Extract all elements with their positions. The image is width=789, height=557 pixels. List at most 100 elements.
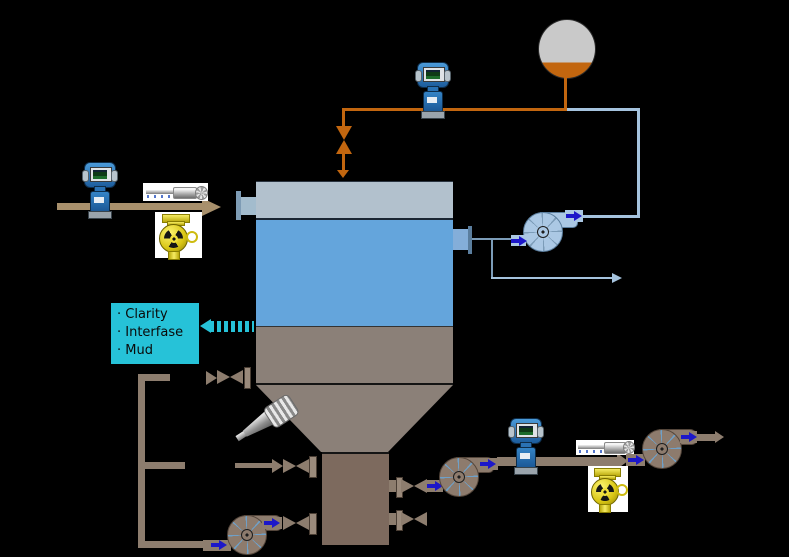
flow-arrow-icon: [427, 481, 443, 491]
outlet-flange: [468, 226, 472, 254]
clarified-outlet-line: [491, 277, 613, 279]
transmitter-head-icon: [508, 418, 544, 444]
hopper-outlet-valve-1: [401, 479, 427, 493]
flow-arrow-icon: [211, 540, 227, 550]
level-dashed-line: [210, 321, 254, 332]
loop-line-right: [637, 108, 640, 218]
nuke-ring-handle-icon: [186, 231, 198, 243]
flow-arrow-icon: [511, 236, 527, 246]
transmitter-head-icon: [82, 162, 118, 188]
radioactive-ball-icon: [591, 478, 619, 506]
loop-line-pump: [583, 215, 640, 218]
feed-flange: [236, 191, 241, 220]
mud-radioactive-valve: [588, 466, 628, 513]
gas-line-stem: [342, 154, 345, 170]
gas-line-valve: [336, 126, 352, 154]
gas-line-drop: [342, 108, 345, 127]
tank-hopper-box: [322, 452, 389, 545]
gas-line-horizontal: [343, 108, 567, 111]
transmitter-screen-icon: [426, 70, 440, 79]
nuke-stem-icon: [599, 504, 611, 513]
pump-volute-icon: [642, 429, 682, 469]
probe-body-icon: [231, 388, 307, 448]
pump-hub-icon: [453, 471, 465, 483]
mud-pipe: [497, 457, 619, 466]
tank-cone-top-line: [256, 383, 453, 385]
radioactive-ball-icon: [159, 224, 188, 253]
gas-line-down-arrow-icon: [337, 170, 349, 178]
sampler-rod-icon: [578, 445, 606, 449]
flow-arrow-icon: [681, 432, 697, 442]
legend-line-clarity: · Clarity: [117, 307, 168, 322]
feed-sampler: [143, 183, 208, 201]
insertion-probe: [231, 392, 307, 444]
cone-drain-valve: [217, 370, 243, 384]
pump-hub-icon: [241, 529, 253, 541]
legend-box: · Clarity · Interfase · Mud: [111, 303, 199, 364]
feed-radioactive-valve: [155, 212, 202, 260]
tank-top-section: [256, 181, 453, 219]
feed-flow-transmitter: [82, 162, 118, 219]
hopper-inlet-line: [235, 463, 273, 468]
hopper-inlet-valve-2: [283, 516, 309, 530]
pump-volute-icon: [439, 457, 479, 497]
transmitter-flange: [514, 467, 538, 475]
transmitter-screen-icon: [93, 170, 107, 179]
manifold-mid-stub: [138, 462, 185, 469]
hopper-outlet-stub-1: [389, 480, 396, 492]
transmitter-screen-icon: [519, 426, 533, 435]
radioactive-hub-icon: [601, 488, 609, 496]
outlet-nozzle: [453, 229, 468, 250]
flow-arrow-icon: [566, 211, 582, 221]
manifold-bottom-stub: [138, 541, 203, 548]
hopper-inlet-flange-1: [309, 456, 317, 478]
clarified-outlet-arrow-icon: [612, 273, 622, 283]
sampler-ticks-icon: [579, 450, 605, 453]
transmitter-display-icon: [90, 167, 112, 182]
gas-line-transmitter: [415, 62, 451, 119]
transmitter-body: [90, 191, 110, 213]
hopper-outlet-valve-2: [401, 512, 427, 526]
transmitter-flange: [421, 111, 445, 119]
hopper-inlet-valve-1: [283, 459, 309, 473]
pump-hub-icon: [656, 443, 668, 455]
mud-pump-2: [439, 449, 495, 497]
flow-arrow-icon: [480, 459, 496, 469]
feed-pipe: [57, 203, 203, 210]
tank-interface-section: [256, 326, 453, 384]
level-arrowhead-icon: [200, 319, 211, 333]
transmitter-display-icon: [423, 67, 445, 82]
tank-clarity-section: [256, 218, 453, 328]
radioactive-hub-icon: [169, 234, 178, 243]
mud-sampler: [576, 440, 635, 455]
transmitter-flange: [88, 211, 112, 219]
nuke-stem-icon: [168, 251, 180, 260]
pipe-arrowhead-icon: [206, 371, 217, 385]
gas-sphere: [538, 19, 596, 79]
manifold-top-stub: [138, 374, 170, 381]
cone-drain-flange: [244, 367, 251, 389]
loop-line-top: [567, 108, 640, 111]
flow-arrow-icon: [628, 455, 644, 465]
mud-pump-1: [227, 507, 283, 555]
branch-drop-line: [491, 238, 493, 278]
pump-volute-icon: [523, 212, 563, 252]
pump-volute-icon: [227, 515, 267, 555]
hopper-inlet-flange-2: [309, 513, 317, 535]
feed-nozzle: [241, 197, 256, 215]
mud-pipe-arrowhead-icon: [617, 453, 628, 469]
recirculation-pump: [523, 204, 579, 252]
sampler-rod-icon: [146, 190, 175, 194]
sampler-body-icon: [173, 187, 197, 199]
nuke-ring-handle-icon: [616, 484, 628, 496]
mud-pump-3: [642, 421, 698, 469]
transmitter-body: [516, 447, 536, 469]
legend-line-mud: · Mud: [117, 343, 153, 358]
transmitter-display-icon: [516, 423, 538, 438]
sampler-cap-icon: [195, 186, 208, 200]
legend-line-interfase: · Interfase: [117, 325, 184, 340]
mud-flow-transmitter: [508, 418, 544, 475]
sampler-cap-icon: [623, 441, 635, 454]
mud-outlet-arrowhead-icon: [715, 431, 724, 443]
